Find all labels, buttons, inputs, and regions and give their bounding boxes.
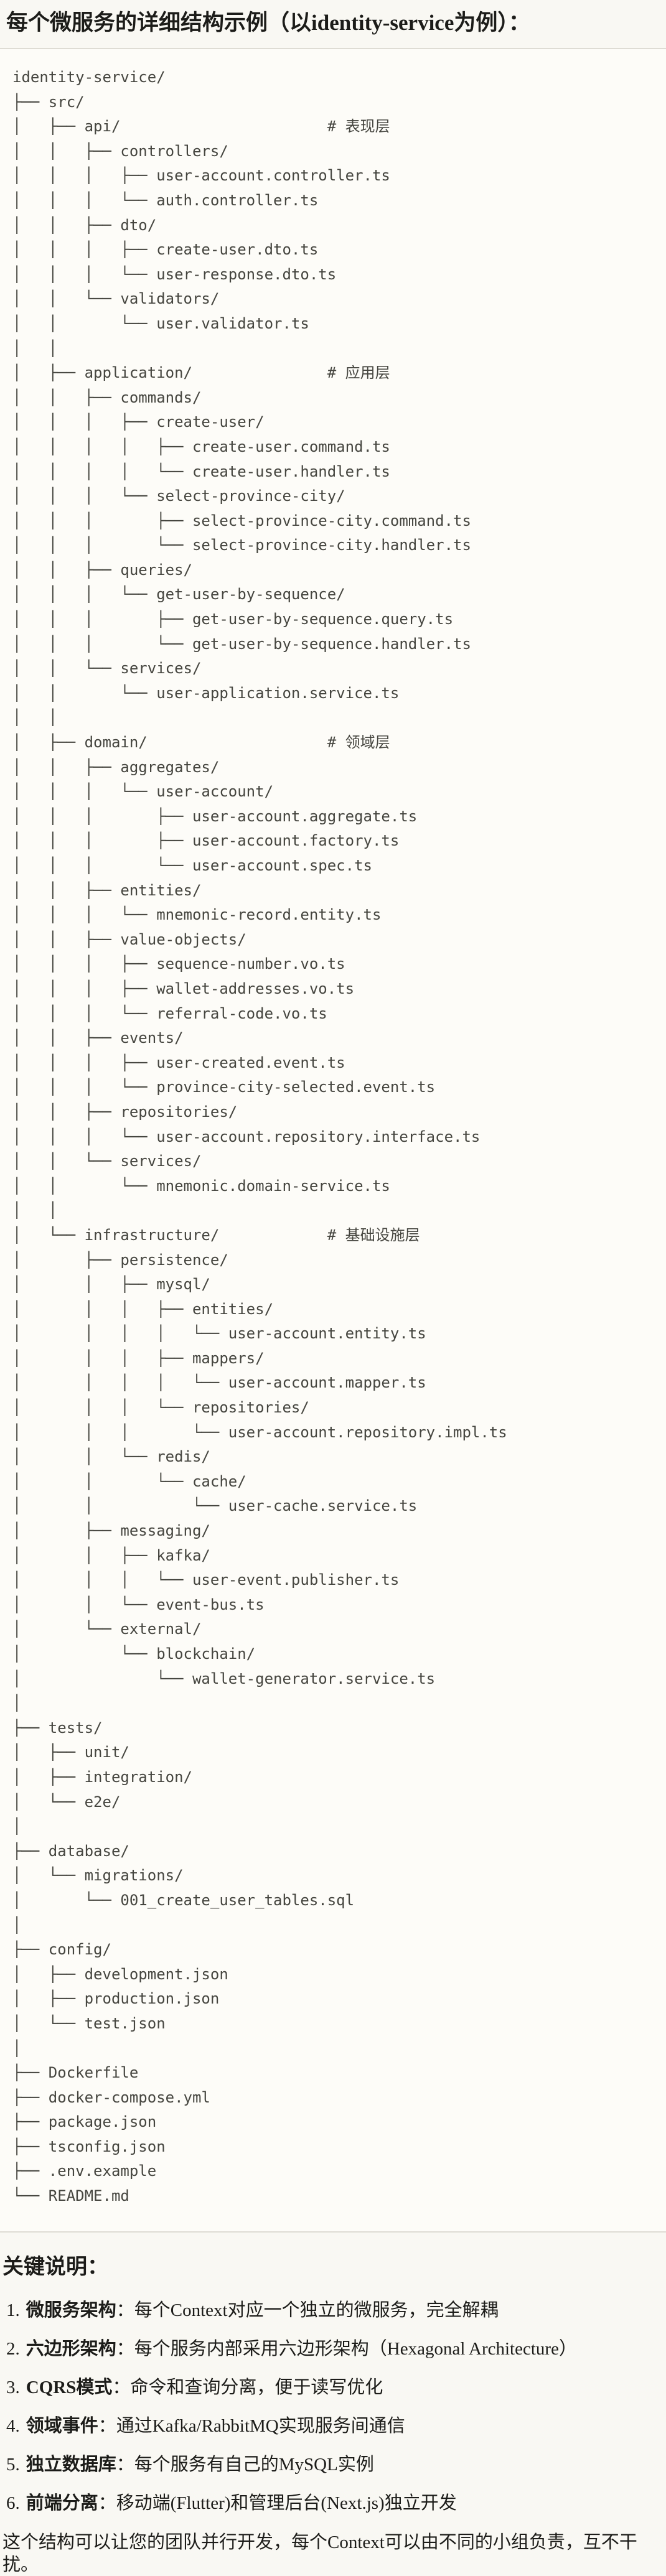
notes-heading: 关键说明： bbox=[2, 2255, 108, 2279]
directory-tree: identity-service/ ├── src/ │ ├── api/ # … bbox=[12, 68, 507, 2205]
item-number: 2. bbox=[6, 2339, 20, 2359]
item-term: 领域事件 bbox=[26, 2416, 98, 2437]
item-desc: ：每个Context对应一个独立的微服务，完全解耦 bbox=[116, 2300, 499, 2321]
item-number: 1. bbox=[6, 2300, 20, 2321]
code-block: identity-service/ ├── src/ │ ├── api/ # … bbox=[0, 48, 666, 2233]
list-item: 3. CQRS模式：命令和查询分离，便于读写优化 bbox=[6, 2377, 659, 2398]
item-number: 6. bbox=[6, 2493, 20, 2514]
item-term: CQRS模式 bbox=[26, 2378, 113, 2398]
list-item: 4. 领域事件：通过Kafka/RabbitMQ实现服务间通信 bbox=[6, 2415, 659, 2437]
item-desc: ：每个服务内部采用六边形架构（Hexagonal Architecture） bbox=[116, 2339, 577, 2359]
item-desc: ：通过Kafka/RabbitMQ实现服务间通信 bbox=[98, 2416, 405, 2437]
item-number: 4. bbox=[6, 2416, 20, 2437]
list-item: 1. 微服务架构：每个Context对应一个独立的微服务，完全解耦 bbox=[6, 2300, 659, 2321]
item-term: 前端分离 bbox=[26, 2493, 98, 2514]
item-term: 独立数据库 bbox=[26, 2455, 116, 2475]
item-desc: ：每个服务有自己的MySQL实例 bbox=[116, 2455, 374, 2475]
item-term: 微服务架构 bbox=[26, 2300, 116, 2321]
item-term: 六边形架构 bbox=[26, 2339, 116, 2359]
page-title: 每个微服务的详细结构示例（以identity-service为例）： bbox=[6, 11, 530, 35]
list-item: 6. 前端分离：移动端(Flutter)和管理后台(Next.js)独立开发 bbox=[6, 2493, 659, 2514]
list-item: 2. 六边形架构：每个服务内部采用六边形架构（Hexagonal Architec… bbox=[6, 2338, 659, 2359]
item-number: 5. bbox=[6, 2455, 20, 2475]
item-desc: ：移动端(Flutter)和管理后台(Next.js)独立开发 bbox=[98, 2493, 457, 2514]
item-number: 3. bbox=[6, 2378, 20, 2398]
item-desc: ：命令和查询分离，便于读写优化 bbox=[112, 2378, 383, 2398]
notes-list: 1. 微服务架构：每个Context对应一个独立的微服务，完全解耦 2. 六边形架构… bbox=[6, 2300, 659, 2514]
list-item: 5. 独立数据库：每个服务有自己的MySQL实例 bbox=[6, 2454, 659, 2475]
footer-note: 这个结构可以让您的团队并行开发，每个Context可以由不同的小组负责，互不干扰… bbox=[2, 2532, 637, 2575]
